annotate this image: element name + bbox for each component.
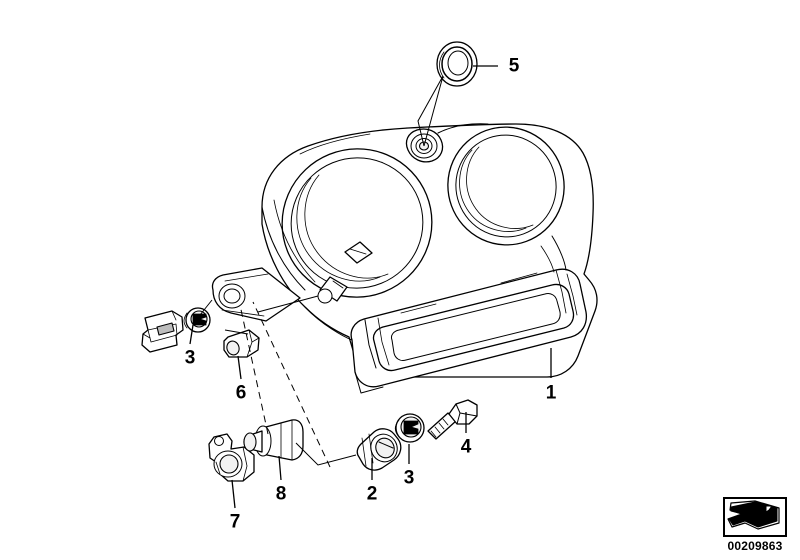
part-sealing-washer — [436, 41, 478, 87]
callout-number-6: 6 — [235, 382, 247, 404]
callout-leaders — [189, 65, 552, 509]
part-threaded-plug — [356, 428, 402, 471]
callout-number-7: 7 — [229, 511, 241, 533]
callout-number-5: 5 — [508, 55, 520, 77]
diagram-part-number: 00209863 — [727, 539, 783, 553]
part-grommet-lower — [394, 413, 425, 443]
orientation-logo-box — [723, 497, 787, 537]
callout-number-4: 4 — [460, 436, 472, 458]
part-bracket-clip — [141, 310, 184, 353]
part-retaining-clip — [223, 329, 260, 358]
part-instrument-cluster-housing — [211, 123, 598, 394]
callout-number-3-upper: 3 — [184, 347, 196, 369]
part-hex-bolt — [427, 399, 478, 440]
part-grommet-upper — [183, 307, 211, 333]
callout-number-8: 8 — [275, 483, 287, 505]
callout-number-3-lower: 3 — [403, 467, 415, 489]
part-bushing-sleeve — [243, 419, 304, 461]
bent-plate-arrow-icon — [727, 500, 780, 530]
callout-number-2: 2 — [366, 483, 378, 505]
callout-number-1: 1 — [545, 382, 557, 404]
part-bulb-socket — [208, 433, 255, 482]
